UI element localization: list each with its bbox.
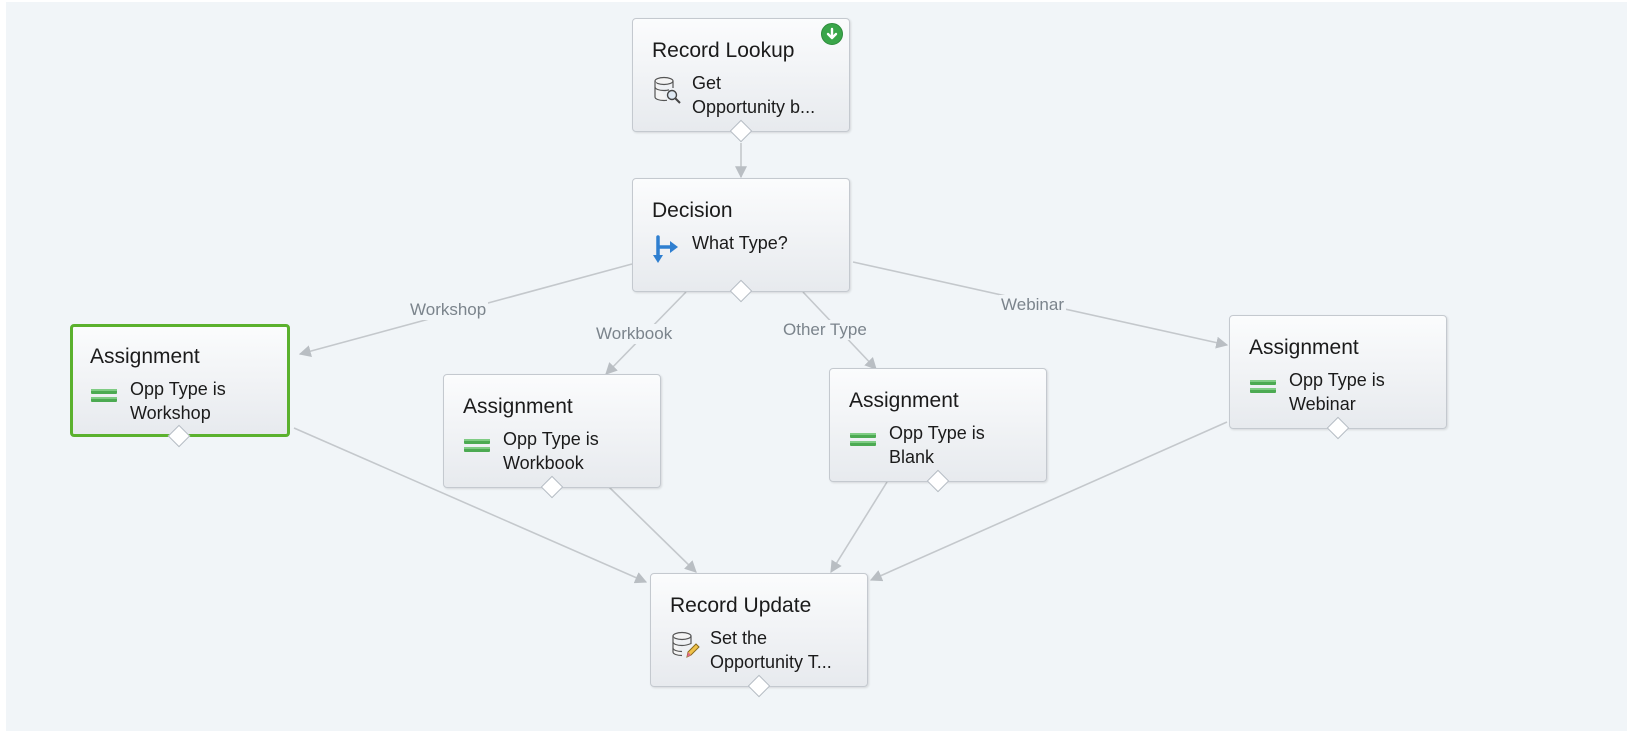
node-type-label: Assignment [849, 389, 959, 412]
node-type-label: Record Update [670, 594, 812, 617]
edge-label-webinar: Webinar [999, 295, 1066, 315]
connector-handle[interactable] [1326, 416, 1350, 440]
connector-handle[interactable] [540, 475, 564, 499]
record-lookup-node[interactable]: Record Lookup Get Opportunity b... [632, 18, 850, 143]
assignment-node-blank[interactable]: Assignment Opp Type is Blank [829, 368, 1047, 493]
edge-label-other-type: Other Type [781, 320, 869, 340]
record-update-icon [670, 630, 700, 658]
start-icon [821, 23, 843, 45]
node-type-label: Assignment [463, 395, 573, 418]
edge-label-workbook: Workbook [594, 324, 675, 344]
connector-handle[interactable] [747, 674, 771, 698]
node-type-label: Assignment [1249, 336, 1359, 359]
node-label: Opp Type is Webinar [1289, 370, 1385, 414]
edge-workbook-to-update [608, 486, 697, 573]
edge-label-workshop: Workshop [408, 300, 489, 320]
node-label: Opp Type is Workshop [130, 379, 226, 423]
node-label: Get Opportunity b... [692, 73, 816, 117]
assignment-node-workbook[interactable]: Assignment Opp Type is Workbook [443, 374, 661, 499]
flow-canvas[interactable]: Workshop Workbook Other Type Webinar Rec… [6, 2, 1627, 731]
assignment-node-webinar[interactable]: Assignment Opp Type is Webinar [1229, 315, 1447, 440]
assignment-icon [463, 431, 491, 459]
record-update-node[interactable]: Record Update Set the Opportunity T... [650, 573, 868, 698]
assignment-icon [90, 381, 118, 409]
node-label: Opp Type is Blank [889, 423, 985, 467]
node-label: Set the Opportunity T... [710, 628, 832, 672]
node-type-label: Decision [652, 199, 733, 222]
connector-handle[interactable] [729, 279, 753, 303]
connector-handle[interactable] [167, 424, 191, 448]
record-lookup-icon [652, 75, 681, 104]
decision-node[interactable]: Decision What Type? [632, 178, 850, 303]
connector-handle[interactable] [729, 119, 753, 143]
edge-blank-to-update [830, 481, 888, 574]
assignment-icon [1249, 372, 1277, 400]
assignment-icon [849, 425, 877, 453]
connector-handle[interactable] [926, 469, 950, 493]
decision-icon [652, 235, 680, 263]
node-type-label: Assignment [90, 345, 200, 368]
node-type-label: Record Lookup [652, 39, 795, 62]
assignment-node-workshop[interactable]: Assignment Opp Type is Workshop [70, 324, 290, 448]
node-label: Opp Type is Workbook [503, 429, 599, 473]
node-label: What Type? [692, 233, 788, 253]
